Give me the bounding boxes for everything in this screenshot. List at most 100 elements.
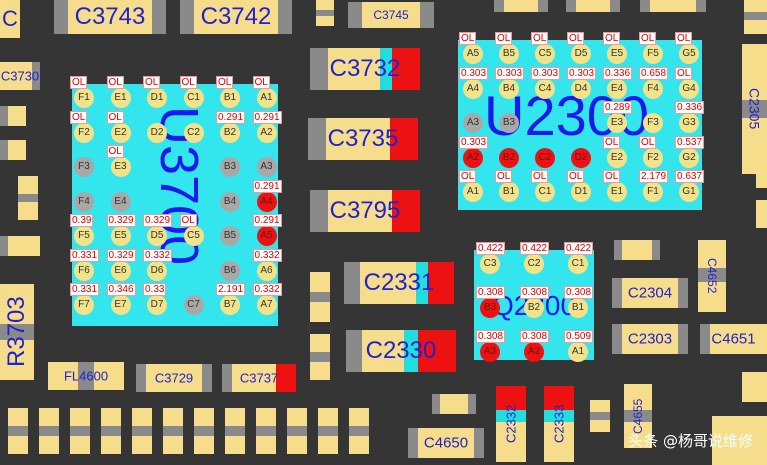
resistor-r2321 [590, 400, 610, 432]
capacitor-right-4 [742, 372, 767, 402]
q2300-reading-c1: 0.422 [564, 242, 594, 255]
u3700-ball-e2: E2 [110, 122, 131, 143]
capacitor-c4650: C4650 [408, 428, 484, 458]
component-fl7 [194, 408, 214, 454]
u2300-ball-f1: F1 [643, 182, 663, 202]
u3700-reading-e5: 0.329 [106, 214, 136, 227]
capacitor-c4655: C4655 [624, 384, 652, 448]
u3700-ball-b1: B1 [220, 88, 240, 108]
q2300-reading-a1: 0.509 [564, 330, 594, 343]
capacitor-c3_edge: C [0, 0, 20, 38]
capacitor-c2304: C2304 [612, 278, 688, 308]
capacitor-small-top2 [494, 0, 548, 12]
u2300-ball-d4: D4 [571, 78, 591, 99]
u3700-ball-a1: A1 [256, 88, 277, 108]
u2300-ball-b5: B5 [499, 44, 519, 64]
u3700-reading-c5: OL [179, 214, 197, 227]
u3700-ball-c7: C7 [183, 295, 204, 315]
q2300-ball-b1: B1 [568, 298, 588, 318]
u3700-ball-e6: E6 [110, 260, 131, 281]
u3700-reading-e1: OL [106, 76, 124, 89]
u2300-ball-g1: G1 [679, 182, 699, 202]
u2300-reading-e5: OL [603, 32, 621, 45]
u3700-reading-d6: 0.332 [143, 248, 173, 262]
u3700-ball-d6: D6 [147, 260, 167, 281]
u3700-ball-f7: F7 [74, 295, 94, 315]
u3700-ball-a3: A3 [256, 157, 277, 177]
q2300-ball-a3: A3 [480, 342, 500, 362]
u3700-ball-c5: C5 [183, 226, 204, 246]
u3700-reading-a4: 0.291 [252, 179, 282, 193]
capacitor-c3732[interactable]: C3732 [310, 48, 420, 90]
component-c3733 [349, 408, 369, 454]
capacitor-c3729: C3729 [136, 364, 212, 392]
u3700-reading-a5: 0.291 [252, 214, 282, 227]
capacitor-left-3 [18, 176, 38, 220]
u2300-reading-g3: 0.336 [675, 101, 705, 114]
u3700-ball-b4: B4 [220, 191, 240, 212]
capacitor-c2333[interactable]: C2333 [544, 386, 574, 462]
capacitor-c2303: C2303 [612, 324, 688, 354]
u2300-ball-e4: E4 [607, 78, 627, 99]
u3700-reading-d1: OL [143, 76, 161, 89]
component-c3728 [287, 408, 307, 454]
q2300-ball-b3: B3 [480, 298, 500, 318]
capacitor-small-top1 [316, 0, 334, 26]
component-fl5 [132, 408, 152, 454]
q2300-ball-b2: B2 [524, 298, 544, 318]
u3700-reading-e2: OL [106, 110, 124, 124]
u2300-ball-d5: D5 [571, 44, 591, 64]
capacitor-c2331[interactable]: C2331 [344, 262, 454, 304]
u2300-ball-g2: G2 [679, 147, 699, 168]
u3700-ball-e3: E3 [110, 157, 131, 177]
u2300-ball-a4: A4 [463, 78, 483, 99]
u2300-ball-g3: G3 [679, 113, 699, 133]
u3700-ball-b3: B3 [220, 157, 240, 177]
u3700-reading-f2: OL [70, 110, 88, 124]
u3700-ball-f3: F3 [74, 157, 94, 177]
u3700-reading-a7: 0.332 [252, 283, 282, 296]
capacitor-bottom-right [712, 416, 767, 465]
q2300-reading-c3: 0.422 [476, 242, 506, 255]
u2300-reading-b1: OL [495, 170, 513, 183]
capacitor-c2332[interactable]: C2332 [496, 386, 526, 462]
u3700-reading-d7: 0.33 [143, 283, 167, 296]
u3700-ball-f6: F6 [74, 260, 94, 281]
component-fl6 [163, 408, 183, 454]
u2300-ball-g5: G5 [679, 44, 699, 64]
q2300-reading-b2: 0.308 [520, 286, 550, 299]
u3700-ball-b7: B7 [220, 295, 240, 315]
u2300-reading-d5: OL [567, 32, 585, 45]
capacitor-c3795[interactable]: C3795 [310, 190, 420, 232]
u2300-ball-e2: E2 [607, 147, 627, 168]
u3700-ball-d7: D7 [147, 295, 167, 315]
u3700-ball-b6: B6 [220, 260, 240, 281]
capacitor-c2330[interactable]: C2330 [346, 330, 456, 372]
u2300-ball-f2: F2 [643, 147, 663, 168]
u3700-ball-a6: A6 [256, 260, 277, 281]
component-c3741 [256, 408, 276, 454]
u3700-ball-e5: E5 [110, 226, 131, 246]
watermark: 头条 @杨哥说维修 [628, 432, 753, 450]
u2300-ball-c5: C5 [535, 44, 555, 64]
filter-fl4600: FL4600 [48, 362, 124, 390]
u3700-ball-a5: A5 [256, 226, 277, 246]
capacitor-c3735[interactable]: C3735 [308, 118, 418, 160]
component-fl1 [8, 408, 28, 454]
u2300-reading-g1: 0.637 [675, 170, 705, 183]
u2300-ball-d2: D2 [571, 147, 591, 168]
capacitor-c3743: C3743 [54, 0, 166, 34]
u2300-reading-d4: 0.303 [567, 66, 597, 80]
u2300-reading-f1: 2.179 [639, 170, 669, 183]
capacitor-c3737[interactable]: C3737 [222, 364, 296, 392]
u3700-ball-a7: A7 [256, 295, 277, 315]
u2300-reading-g5: OL [675, 32, 693, 45]
u3700-ball-f2: F2 [74, 122, 94, 143]
u2300-reading-g4: OL [675, 66, 693, 80]
u3700-reading-a6: 0.332 [252, 248, 282, 262]
q2300-ball-c2: C2 [524, 254, 544, 274]
u2300-ball-f5: F5 [643, 44, 663, 64]
u3700-reading-e7: 0.346 [106, 283, 136, 296]
u2300-reading-b4: 0.303 [495, 66, 525, 80]
u3700-reading-e6: 0.329 [106, 248, 136, 262]
